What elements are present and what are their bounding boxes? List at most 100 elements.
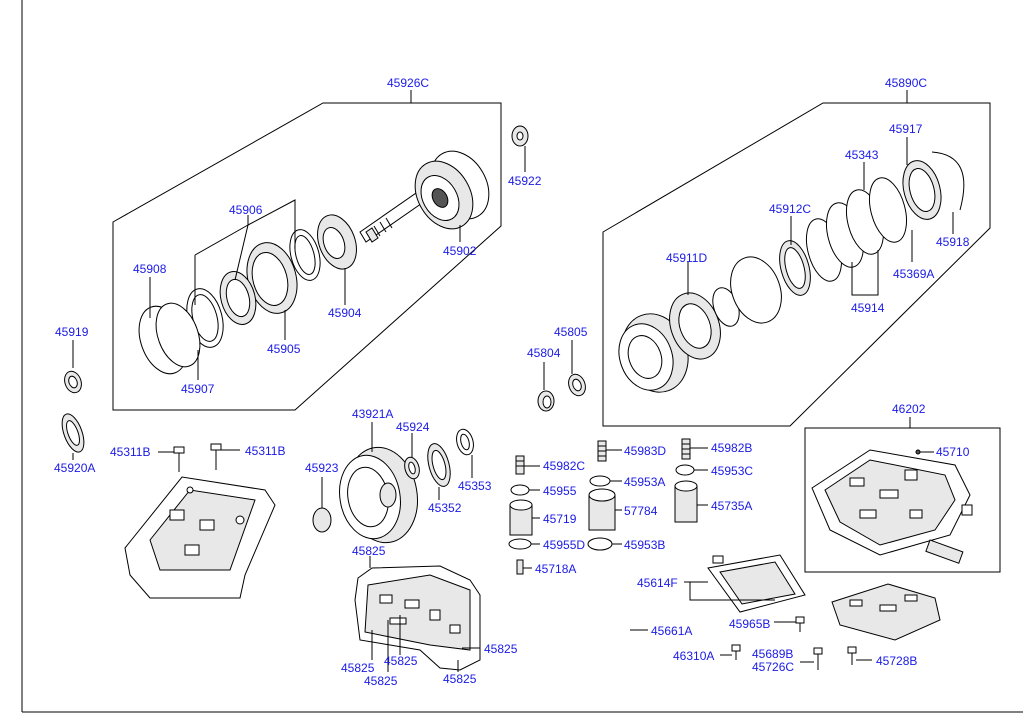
bearing-45352 bbox=[427, 443, 451, 500]
label-45825-top[interactable]: 45825 bbox=[352, 544, 386, 558]
label-45352[interactable]: 45352 bbox=[428, 501, 462, 515]
label-45953A[interactable]: 45953A bbox=[624, 475, 665, 489]
sleeve-45735A bbox=[674, 480, 708, 523]
label-45726C[interactable]: 45726C bbox=[752, 660, 794, 674]
label-45661A[interactable]: 45661A bbox=[651, 624, 692, 638]
label-45825-left[interactable]: 45825 bbox=[341, 661, 375, 675]
label-45911D[interactable]: 45911D bbox=[666, 251, 707, 265]
label-45982C[interactable]: 45982C bbox=[543, 459, 585, 473]
label-45983D[interactable]: 45983D bbox=[624, 444, 666, 458]
label-45689B[interactable]: 45689B bbox=[752, 647, 793, 661]
label-45982B[interactable]: 45982B bbox=[711, 441, 752, 455]
bearing-45920A bbox=[61, 413, 85, 460]
thrust-washer-45919 bbox=[64, 340, 82, 394]
label-45953C[interactable]: 45953C bbox=[711, 464, 753, 478]
label-57784[interactable]: 57784 bbox=[624, 504, 658, 518]
label-45710[interactable]: 45710 bbox=[936, 445, 970, 459]
label-45902[interactable]: 45902 bbox=[443, 244, 477, 258]
label-45905[interactable]: 45905 bbox=[267, 342, 301, 356]
label-45369A[interactable]: 45369A bbox=[893, 267, 934, 281]
label-46202[interactable]: 46202 bbox=[892, 402, 926, 416]
label-45825-bottom-left[interactable]: 45825 bbox=[364, 674, 398, 688]
plate-45369A bbox=[868, 177, 908, 243]
plate-45923 bbox=[312, 477, 332, 533]
label-45922[interactable]: 45922 bbox=[508, 174, 542, 188]
piston-45911D bbox=[669, 292, 721, 360]
group-45926C-frame bbox=[112, 102, 502, 411]
label-45906[interactable]: 45906 bbox=[229, 203, 263, 217]
spring-45982C bbox=[515, 455, 540, 475]
label-46310A[interactable]: 46310A bbox=[673, 649, 714, 663]
transmission-case bbox=[124, 476, 276, 599]
label-43921A[interactable]: 43921A bbox=[352, 407, 393, 421]
label-45825-bottom-right[interactable]: 45825 bbox=[443, 672, 477, 686]
valve-body-45825 bbox=[354, 556, 481, 672]
spring-45912C bbox=[779, 240, 811, 296]
label-45907[interactable]: 45907 bbox=[181, 382, 215, 396]
label-45953B[interactable]: 45953B bbox=[624, 538, 665, 552]
label-45908[interactable]: 45908 bbox=[133, 262, 167, 276]
label-45728B[interactable]: 45728B bbox=[876, 654, 917, 668]
label-45904[interactable]: 45904 bbox=[328, 306, 362, 320]
label-45805[interactable]: 45805 bbox=[554, 325, 588, 339]
spring-45718A bbox=[516, 559, 532, 575]
sleeve-57784 bbox=[588, 488, 622, 531]
washer-45353 bbox=[456, 428, 474, 478]
washer-45922 bbox=[511, 125, 529, 172]
label-45825-right[interactable]: 45825 bbox=[484, 642, 518, 656]
group-46202-frame bbox=[804, 427, 1001, 573]
spring-45982B bbox=[681, 438, 708, 460]
label-45890C[interactable]: 45890C bbox=[885, 76, 927, 90]
drum-45911D bbox=[618, 313, 689, 393]
group-45926C bbox=[112, 90, 502, 411]
tube-45661A bbox=[563, 612, 648, 666]
label-45923[interactable]: 45923 bbox=[305, 461, 339, 475]
oring-45955 bbox=[510, 484, 540, 496]
label-45804[interactable]: 45804 bbox=[527, 346, 561, 360]
oring-45953C bbox=[675, 464, 708, 476]
label-45917[interactable]: 45917 bbox=[889, 122, 923, 136]
bolt-45965B bbox=[774, 616, 805, 632]
valve-body-plate bbox=[831, 583, 941, 641]
label-45912C[interactable]: 45912C bbox=[769, 202, 811, 216]
oring-45955D bbox=[508, 538, 540, 550]
label-45311B-left[interactable]: 45311B bbox=[110, 445, 150, 459]
label-45914[interactable]: 45914 bbox=[851, 301, 885, 315]
label-45614F[interactable]: 45614F bbox=[637, 576, 678, 590]
label-45965B[interactable]: 45965B bbox=[729, 617, 770, 631]
group-45890C-frame bbox=[602, 102, 991, 427]
callout-labels: 45926C 45922 45906 45908 45902 45904 459… bbox=[54, 76, 970, 688]
label-45920A[interactable]: 45920A bbox=[54, 461, 95, 475]
sleeve-45719 bbox=[509, 499, 540, 536]
seal-45805 bbox=[568, 340, 586, 397]
solenoid-valve bbox=[925, 539, 964, 564]
gear-drum-43921A bbox=[339, 422, 418, 544]
gear-45905 bbox=[246, 242, 298, 314]
label-45311B-right[interactable]: 45311B bbox=[245, 444, 285, 458]
label-45719[interactable]: 45719 bbox=[543, 512, 577, 526]
label-45343[interactable]: 45343 bbox=[845, 148, 879, 162]
label-45955[interactable]: 45955 bbox=[543, 484, 577, 498]
label-45735A[interactable]: 45735A bbox=[711, 499, 752, 513]
label-45926C[interactable]: 45926C bbox=[387, 76, 429, 90]
bolt-46310A bbox=[720, 644, 741, 660]
bolt-45311B-left bbox=[158, 446, 185, 472]
label-45353[interactable]: 45353 bbox=[458, 479, 492, 493]
washer-45924 bbox=[404, 433, 420, 480]
bolt-45728B bbox=[847, 646, 872, 665]
label-45825-mid[interactable]: 45825 bbox=[384, 654, 418, 668]
label-45919[interactable]: 45919 bbox=[55, 325, 89, 339]
group-46202 bbox=[804, 417, 1001, 573]
filter-45614F bbox=[684, 554, 806, 613]
label-45955D[interactable]: 45955D bbox=[543, 538, 585, 552]
bolt-45311B-right bbox=[210, 443, 240, 470]
hub-45917 bbox=[902, 160, 942, 220]
label-45718A[interactable]: 45718A bbox=[535, 562, 576, 576]
label-45924[interactable]: 45924 bbox=[396, 420, 430, 434]
seal-45804 bbox=[537, 362, 555, 412]
label-45918[interactable]: 45918 bbox=[936, 235, 970, 249]
washer-45904 bbox=[317, 214, 357, 270]
snap-ring-45918 bbox=[931, 151, 965, 211]
drum-45902 bbox=[414, 150, 490, 230]
